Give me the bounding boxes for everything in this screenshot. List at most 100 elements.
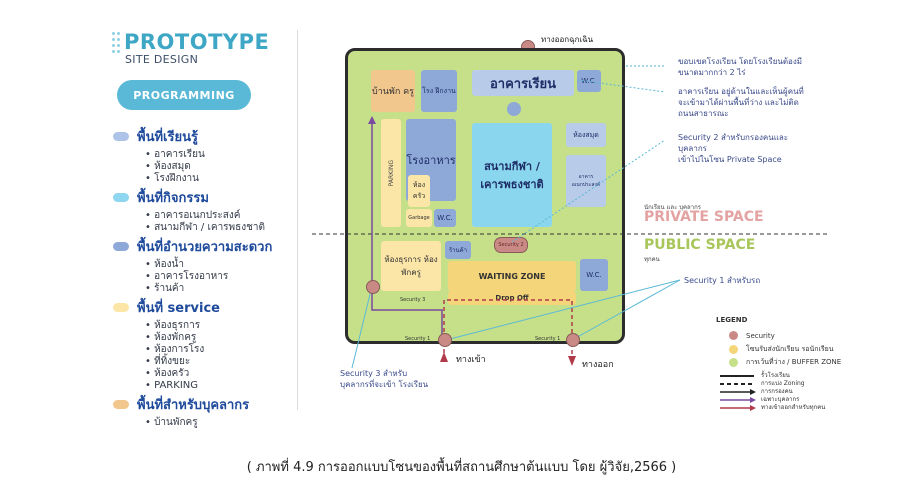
- legend-lines: รั้วโรงเรียน การแบ่ง Zoning การกรองคน เฉ…: [761, 372, 825, 412]
- legend-line-label: รั้วโรงเรียน: [761, 372, 790, 379]
- legend-line-label: ทางเข้าออกสำหรับทุกคน: [761, 404, 826, 411]
- security-1-marker-left: [438, 333, 452, 347]
- boundary-note: ขอบเขตโรงเรียน โดยโรงเรียนต้องมี ขนาดมาก…: [678, 56, 828, 78]
- legend-line-label: การแบ่ง Zoning: [761, 380, 805, 387]
- category-facility: พื้นที่อำนวยความสะดวก: [113, 236, 293, 257]
- category-label: พื้นที่สำหรับบุคลากร: [137, 398, 250, 413]
- security1-leader-b: [571, 279, 681, 341]
- list-item: • ร้านค้า: [145, 283, 185, 294]
- security2-leader: [511, 139, 666, 243]
- figure-caption: ( ภาพที่ 4.9 การออกแบบโซนของพื้นที่สถานศ…: [246, 460, 677, 475]
- garbage-zone: Garbage: [406, 209, 432, 227]
- exit-arrow-icon: [568, 356, 576, 366]
- field-zone: สนามกีฬา / เคารพธงชาติ: [472, 123, 552, 227]
- legend-line-label: การกรองคน: [761, 388, 793, 395]
- category-label: พื้นที่เรียนรู้: [137, 130, 198, 145]
- note-line: ถนนสาธารณะ: [678, 109, 729, 118]
- legend-buffer: การเว้นที่ว่าง / BUFFER ZONE: [729, 357, 841, 368]
- classroom-note: อาคารเรียน อยู่ด้านในและเห็นผู้คนที่ จะเ…: [678, 86, 828, 119]
- kitchen-zone: ห้อง ครัว: [408, 175, 430, 207]
- staff-arrow-icon: [368, 116, 376, 124]
- page-subtitle: SITE DESIGN: [125, 53, 199, 66]
- wc-zone-top: W.C.: [577, 70, 601, 92]
- list-item: • อาคารเรียน: [145, 149, 205, 160]
- private-space-label: PRIVATE SPACE: [644, 209, 764, 225]
- note-line: บุคลากร: [678, 144, 707, 153]
- security-2-marker: Security 2: [494, 237, 528, 253]
- teacher-house-zone: บ้านพัก ครู: [371, 70, 415, 112]
- legend-label: การเว้นที่ว่าง / BUFFER ZONE: [746, 358, 842, 366]
- list-item: • PARKING: [145, 380, 198, 391]
- learning-swatch: [113, 132, 129, 141]
- category-label: พื้นที่ service: [137, 301, 220, 316]
- grip-dots-icon: [112, 32, 122, 54]
- divider: [297, 30, 298, 410]
- note-line: ขนาดมากกว่า 2 ไร่: [678, 68, 746, 77]
- legend-security: Security: [729, 331, 775, 340]
- page-title: PROTOTYPE: [124, 30, 270, 54]
- note-line: อาคารเรียน อยู่ด้านในและเห็นผู้คนที่: [678, 87, 804, 96]
- list-item: • อาคารโรงอาหาร: [145, 271, 229, 282]
- public-small-label: ทุกคน: [644, 256, 660, 263]
- legend-label: Security: [746, 331, 775, 340]
- security-1-label-right: Security 1: [535, 336, 561, 342]
- security-1-marker-right: [566, 333, 580, 347]
- workshop-zone: โรง ฝึกงาน: [421, 70, 457, 112]
- note-line: Security 3 สำหรับ: [340, 369, 408, 378]
- list-item: • สนามกีฬา / เคารพธงชาติ: [145, 222, 266, 233]
- security-dot-icon: [729, 331, 738, 340]
- entrance-label: ทางเข้า: [456, 355, 486, 365]
- note-line: Security 2 สำหรับกรองคนและ: [678, 133, 789, 142]
- legend-line-samples: [720, 375, 756, 411]
- list-item: • ห้องครัว: [145, 368, 190, 379]
- entrance-arrow-icon: [440, 352, 448, 362]
- admin-zone: ห้องธุรการ ห้องพักครู: [381, 241, 441, 291]
- public-route: [443, 299, 573, 360]
- facility-swatch: [113, 242, 129, 251]
- parking-zone: PARKING: [381, 119, 401, 227]
- list-item: • ที่ทิ้งขยะ: [145, 356, 191, 367]
- private-small-label: นักเรียน และ บุคลากร: [644, 204, 701, 211]
- list-item: • โรงฝึกงาน: [145, 173, 199, 184]
- multipurpose-zone: อาคาร อเนกประสงค์: [566, 155, 606, 207]
- category-learning: พื้นที่เรียนรู้: [113, 126, 293, 147]
- waiting-zone: WAITING ZONE: [448, 261, 576, 291]
- security-3-marker: [366, 280, 380, 294]
- list-item: • อาคารอเนกประสงค์: [145, 210, 241, 221]
- legend-title: LEGEND: [716, 316, 748, 324]
- category-label: พื้นที่กิจกรรม: [137, 191, 209, 206]
- list-item: • ห้องสมุด: [145, 161, 191, 172]
- site-plan: บ้านพัก ครู โรง ฝึกงาน อาคารเรียน W.C. โ…: [345, 48, 625, 344]
- wc-zone-bottom: W.C.: [580, 259, 608, 291]
- dropoff-zone: Drop Off: [448, 291, 576, 305]
- legend-dropoff: โซนรับส่งนักเรียน รอนักเรียน: [729, 344, 834, 355]
- note-line: บุคลากรที่จะเข้า โรงเรียน: [340, 380, 429, 389]
- category-list: พื้นที่เรียนรู้ • อาคารเรียน • ห้องสมุด …: [113, 126, 293, 429]
- staff-path-bottom: [371, 300, 443, 334]
- legend-label: โซนรับส่งนักเรียน รอนักเรียน: [746, 345, 834, 353]
- classroom-zone: อาคารเรียน: [472, 70, 574, 96]
- category-staff: พื้นที่สำหรับบุคลากร: [113, 394, 293, 415]
- list-item: • ห้องธุรการ: [145, 320, 201, 331]
- emergency-exit-label: ทางออกฉุกเฉิน: [541, 35, 594, 44]
- note-line: เข้าไปในโซน Private Space: [678, 155, 782, 164]
- security1-note: Security 1 สำหรับรถ: [684, 276, 761, 285]
- list-item: • ห้องการโรง: [145, 344, 205, 355]
- programming-button[interactable]: PROGRAMMING: [117, 80, 251, 110]
- security2-note: Security 2 สำหรับกรองคนและ บุคลากร เข้าไ…: [678, 132, 828, 165]
- wc-zone-mid: W.C.: [434, 209, 456, 227]
- list-item: • บ้านพักครู: [145, 417, 198, 428]
- legend-line-label: เฉพาะบุคลากร: [761, 396, 800, 403]
- list-item: • ห้องน้ำ: [145, 259, 185, 270]
- dropoff-dot-icon: [729, 345, 738, 354]
- activity-swatch: [113, 193, 129, 202]
- service-swatch: [113, 303, 129, 312]
- staff-swatch: [113, 400, 129, 409]
- security3-note: Security 3 สำหรับ บุคลากรที่จะเข้า โรงเร…: [340, 368, 460, 390]
- classroom-leader: [577, 79, 666, 93]
- category-label: พื้นที่อำนวยความสะดวก: [137, 240, 273, 255]
- library-zone: ห้องสมุด: [566, 123, 606, 147]
- security1-leader-a: [445, 279, 681, 341]
- security-1-label-left: Security 1: [405, 336, 431, 342]
